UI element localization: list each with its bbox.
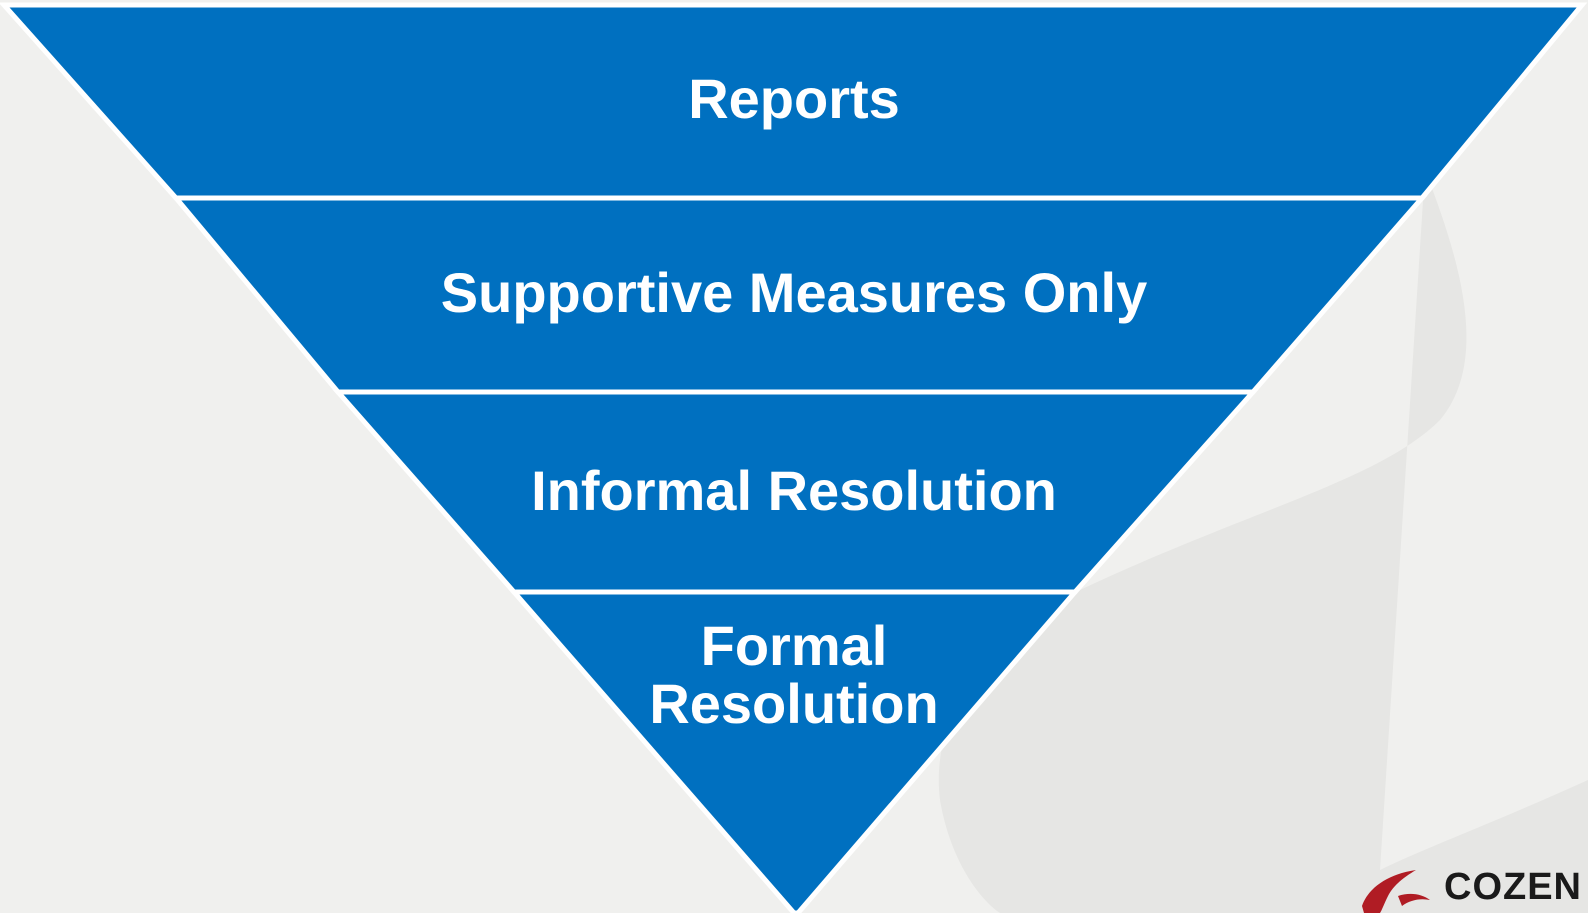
tier-label-reports: Reports — [688, 67, 900, 130]
tier-formal-resolution — [508, 589, 1081, 913]
tier-label-supportive-measures: Supportive Measures Only — [440, 261, 1148, 324]
swoosh-shape — [938, 170, 1588, 913]
tier-label-formal-resolution: Formal Resolution — [649, 614, 939, 735]
logo-text: COZEN — [1444, 866, 1582, 908]
company-logo: COZEN — [1358, 866, 1588, 913]
tier-label-informal-resolution: Informal Resolution — [531, 459, 1057, 522]
swoosh-mark-icon — [1362, 870, 1430, 913]
